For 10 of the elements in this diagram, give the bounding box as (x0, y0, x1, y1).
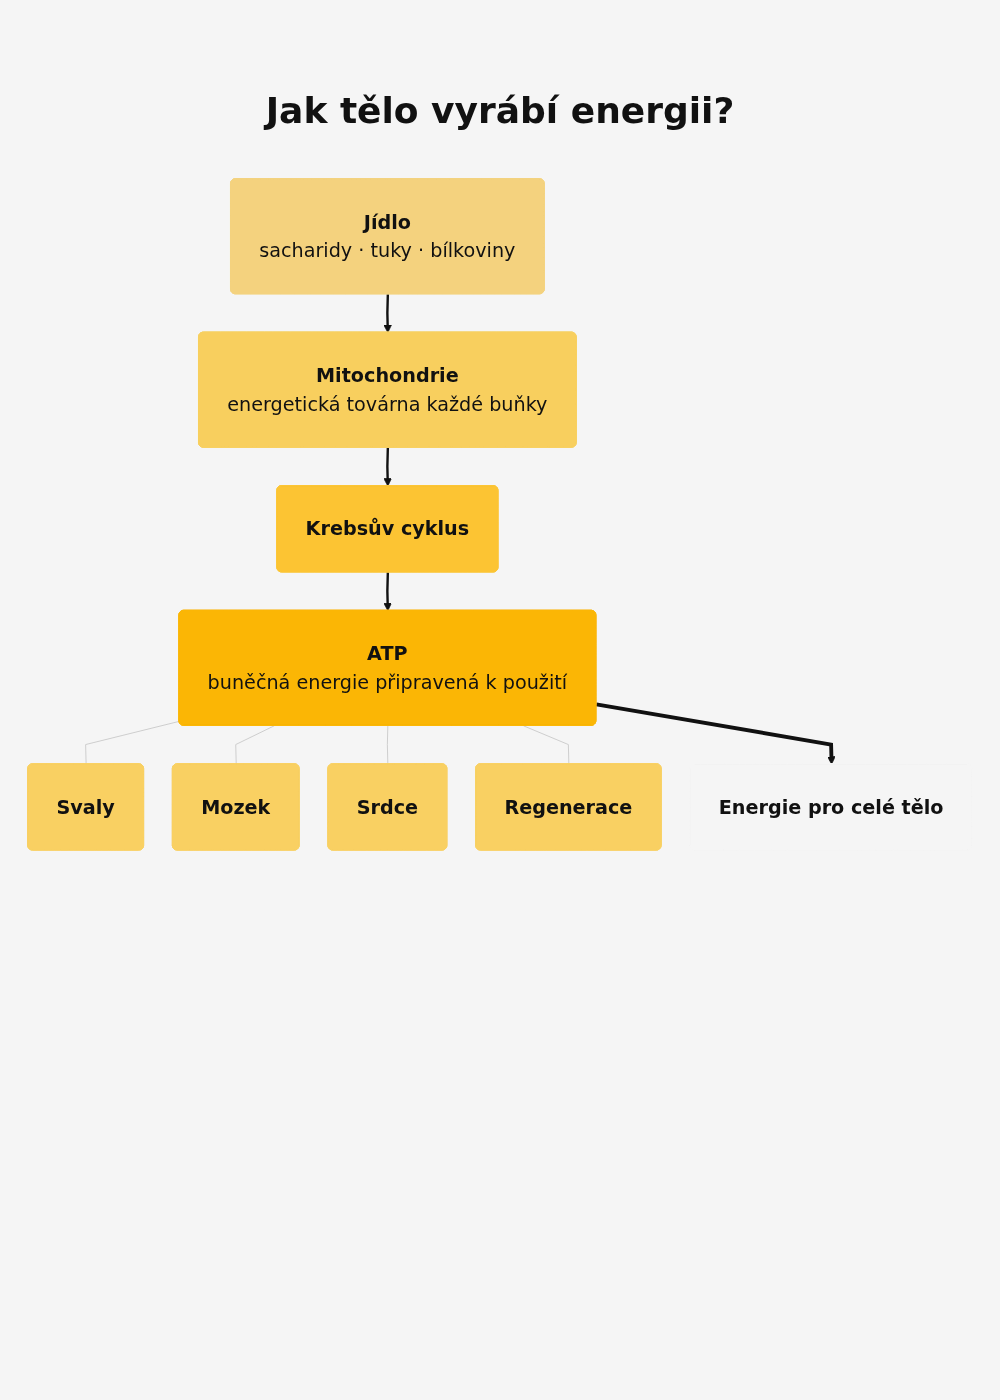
arrow (383, 572, 392, 612)
connector (523, 725, 570, 765)
connector (235, 725, 275, 765)
diagram-title: Jak tělo vyrábí energii? (262, 90, 736, 131)
connector (85, 720, 180, 765)
connector (386, 725, 389, 765)
arrow (383, 447, 392, 487)
node-text: Energie pro celé tělo (718, 795, 944, 819)
arrow (383, 294, 392, 333)
arrow (596, 702, 836, 765)
